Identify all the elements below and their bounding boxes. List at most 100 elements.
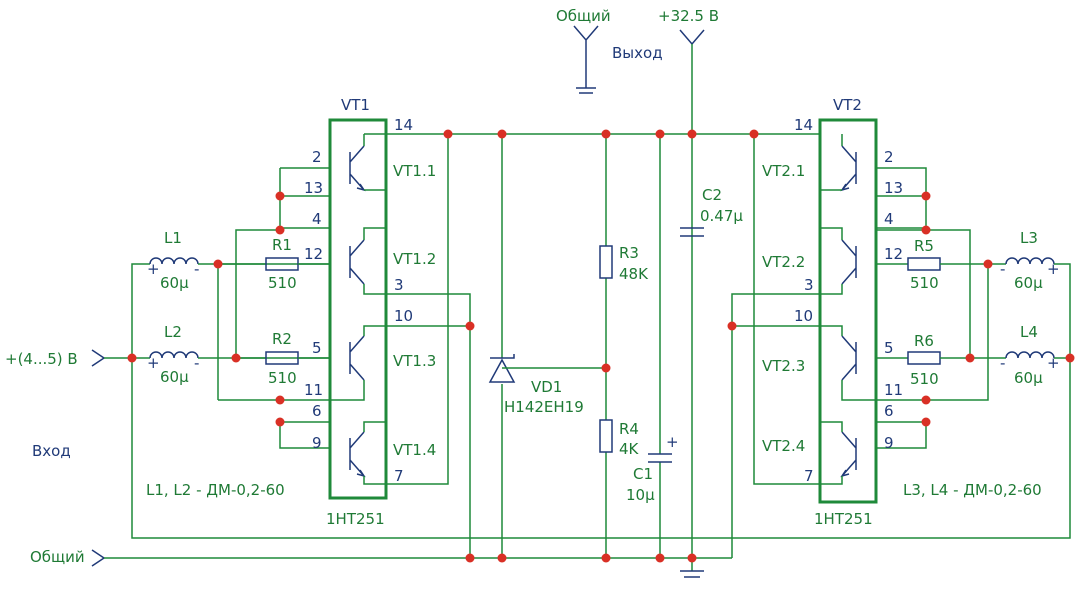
vt1-pin-9: 9 xyxy=(312,434,322,452)
input-loop-wire xyxy=(131,358,1071,539)
vt2-name: VT2 xyxy=(833,96,862,114)
common-top-terminal: Общий xyxy=(556,7,611,94)
l3-inductor xyxy=(1005,257,1055,265)
junction-dot xyxy=(601,129,611,139)
junction-dot xyxy=(687,553,697,563)
junction-dot xyxy=(275,417,285,427)
vt2-pin-2: 2 xyxy=(884,148,894,166)
vd1-zener xyxy=(488,354,516,383)
junction-dot xyxy=(497,129,507,139)
vt2-pin-5: 5 xyxy=(884,339,894,357)
vt2-transistors xyxy=(840,145,857,478)
vt1-transistors xyxy=(349,145,366,478)
junction-dot xyxy=(921,225,931,235)
c1-capacitor xyxy=(648,453,672,463)
junction-dot xyxy=(601,553,611,563)
junction-dot xyxy=(213,259,223,269)
c2-ref: C2 xyxy=(702,186,722,204)
vt2-pin-6: 6 xyxy=(884,402,894,420)
r5-value: 510 xyxy=(910,274,939,292)
l3-plus: + xyxy=(1047,260,1060,278)
c1-plus: + xyxy=(666,433,679,451)
l2-inductor xyxy=(149,351,199,359)
vt1-part: 1НТ251 xyxy=(326,510,385,528)
vt1-pin-2: 2 xyxy=(312,148,322,166)
l2-minus: - xyxy=(194,354,199,372)
junction-dot xyxy=(497,553,507,563)
junction-dot xyxy=(275,191,285,201)
junction-dot xyxy=(749,129,759,139)
r3-resistor xyxy=(599,245,613,279)
output-label: Выход xyxy=(612,44,663,62)
junction-dot xyxy=(655,129,665,139)
vt2-pin-12: 12 xyxy=(884,245,903,263)
r5-resistor xyxy=(907,257,941,271)
common-top-label: Общий xyxy=(556,7,611,25)
r1-value: 510 xyxy=(268,274,297,292)
junction-dot xyxy=(1065,353,1075,363)
l2-ref: L2 xyxy=(164,323,182,341)
junction-dot xyxy=(921,395,931,405)
vt2-pin-11: 11 xyxy=(884,381,903,399)
ground-symbol xyxy=(680,570,704,578)
left-note: L1, L2 - ДМ-0,2-60 xyxy=(146,481,285,499)
junction-dot xyxy=(465,553,475,563)
c1-ref: C1 xyxy=(633,465,653,483)
junction-dot xyxy=(231,353,241,363)
l2-value: 60μ xyxy=(160,368,189,386)
l4-minus: - xyxy=(1000,354,1005,372)
vt2-pin-13: 13 xyxy=(884,179,903,197)
vt2-section-2: VT2.2 xyxy=(762,253,805,271)
r4-ref: R4 xyxy=(619,420,639,438)
vt2-pin-7: 7 xyxy=(804,467,814,485)
l3-value: 60μ xyxy=(1014,274,1043,292)
r2-value: 510 xyxy=(268,369,297,387)
junction-dots xyxy=(127,129,1075,563)
junction-dot xyxy=(921,191,931,201)
r6-ref: R6 xyxy=(914,332,934,350)
c1-value: 10μ xyxy=(626,486,655,504)
vt1-pin-13: 13 xyxy=(304,179,323,197)
junction-dot xyxy=(965,353,975,363)
vt2-section-1: VT2.1 xyxy=(762,162,805,180)
r1-ref: R1 xyxy=(272,236,292,254)
junction-dot xyxy=(443,129,453,139)
l2-plus: + xyxy=(147,354,160,372)
junction-dot xyxy=(727,321,737,331)
r4-resistor xyxy=(599,419,613,453)
l1-value: 60μ xyxy=(160,274,189,292)
r6-value: 510 xyxy=(910,370,939,388)
vt2-pin-14: 14 xyxy=(794,116,813,134)
vt1-section-2: VT1.2 xyxy=(393,250,436,268)
vt1-pin-3: 3 xyxy=(394,276,404,294)
l1-minus: - xyxy=(194,260,199,278)
l1-ref: L1 xyxy=(164,229,182,247)
vt2-pin-9: 9 xyxy=(884,434,894,452)
vt1-chip-body xyxy=(328,118,388,500)
input-terminal: +(4...5) В xyxy=(5,349,106,368)
vd1-ref: VD1 xyxy=(531,378,562,396)
vt1-pin-5: 5 xyxy=(312,339,322,357)
power-label: +32.5 В xyxy=(658,7,719,25)
junction-dot xyxy=(983,259,993,269)
l3-lead-wire xyxy=(1054,263,1071,358)
vt2-pin-3: 3 xyxy=(804,276,814,294)
l1-lead-wire xyxy=(131,263,150,358)
vt1-name: VT1 xyxy=(341,96,370,114)
l1-plus: + xyxy=(147,260,160,278)
l3-ref: L3 xyxy=(1020,229,1038,247)
vt2-section-3: VT2.3 xyxy=(762,357,805,375)
junction-dot xyxy=(465,321,475,331)
c2-capacitor xyxy=(680,227,704,237)
junction-dot xyxy=(601,363,611,373)
r6-resistor xyxy=(907,351,941,365)
l4-ref: L4 xyxy=(1020,323,1038,341)
vt1-pin-12: 12 xyxy=(304,245,323,263)
common-bottom-terminal: Общий xyxy=(30,548,106,567)
vt2-chip-body xyxy=(818,118,878,504)
r5-ref: R5 xyxy=(914,237,934,255)
c2-value: 0.47μ xyxy=(700,207,743,225)
vt1-pin-14: 14 xyxy=(394,116,413,134)
r3-ref: R3 xyxy=(619,244,639,262)
